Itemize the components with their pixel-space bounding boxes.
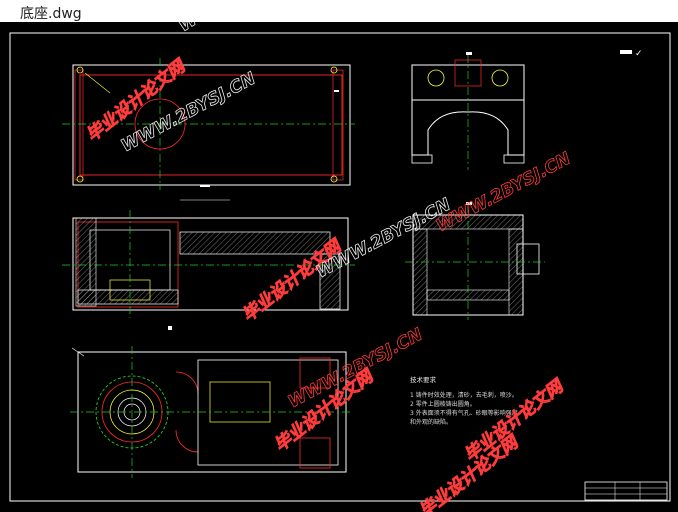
title-block [584,481,668,501]
tech-note-item: 2 零件上圆棱铸出圆角。 [410,400,476,408]
watermark-layer: WWW.2BYSJ.CN 毕业设计论文网 WWW.2BYSJ.CN 毕业设计论文… [82,22,574,512]
document-title: 底座.dwg [20,6,82,22]
watermark-url: WWW.2BYSJ.CN [118,69,259,157]
watermark-url: WWW.2BYSJ.CN [175,22,312,36]
front-section-view [62,199,355,330]
tech-note-item: 3 外表面须不得有气孔、砂眼等影响强度 [410,409,518,417]
drawing-sheet: ✓ [9,22,671,512]
roughness-mark [620,50,632,54]
bottom-view [70,346,352,478]
tech-note-item: 和外观的缺陷。 [410,418,452,426]
tech-note-item: 1 铸件时效处理，清砂，去毛刺，喷沙。 [410,391,518,399]
title-bar: 底座.dwg [0,0,678,23]
cad-drawing-canvas[interactable]: ✓ [0,22,678,512]
tech-notes-heading: 技术要求 [410,375,437,384]
sheet-border [9,32,671,502]
end-view [411,52,525,170]
technical-notes: 技术要求 1 铸件时效处理，清砂，去毛刺，喷沙。 2 零件上圆棱铸出圆角。 3 … [410,375,518,426]
watermark-url: WWW.2BYSJ.CN [313,195,454,283]
roughness-symbol: ✓ [635,49,643,59]
side-section-view [405,202,545,320]
top-view [62,58,355,190]
